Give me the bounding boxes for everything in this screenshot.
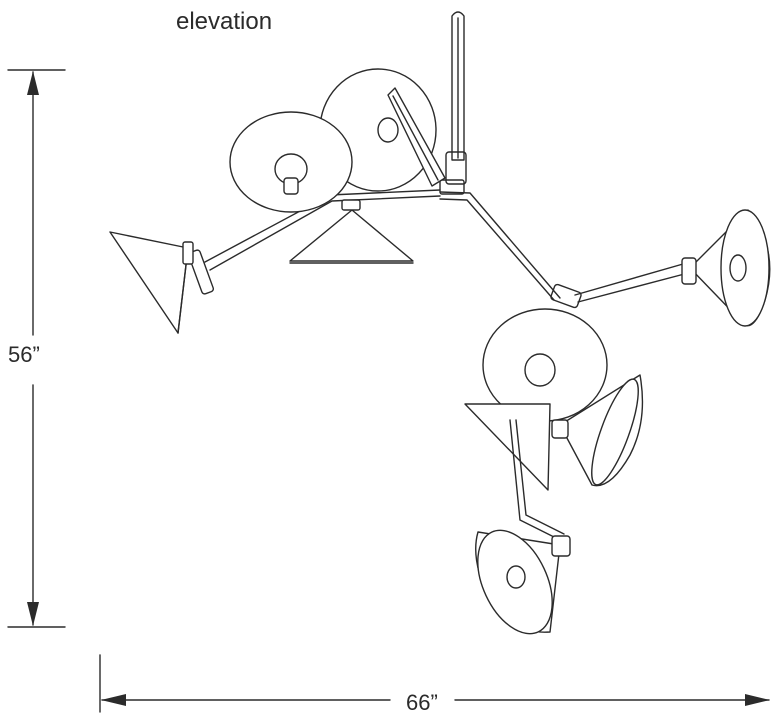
disc-shade-lower <box>482 308 608 422</box>
disc-shade-left <box>229 111 353 213</box>
width-dimension-label: 66” <box>400 690 444 716</box>
height-dimension-label: 56” <box>6 338 42 372</box>
cone-shade-center <box>289 199 414 264</box>
height-dimension <box>7 69 66 628</box>
cone-shade-back <box>464 403 551 491</box>
right-arm <box>574 261 693 303</box>
central-stem <box>439 11 467 195</box>
cone-shade-right <box>681 209 771 327</box>
cone-shade-left <box>109 231 194 334</box>
cone-shade-lower-right <box>551 374 644 487</box>
width-dimension <box>99 654 770 713</box>
cone-shade-bottom <box>475 529 571 635</box>
lower-arm <box>509 419 565 541</box>
main-arm <box>439 191 582 309</box>
view-title: elevation <box>176 8 273 35</box>
